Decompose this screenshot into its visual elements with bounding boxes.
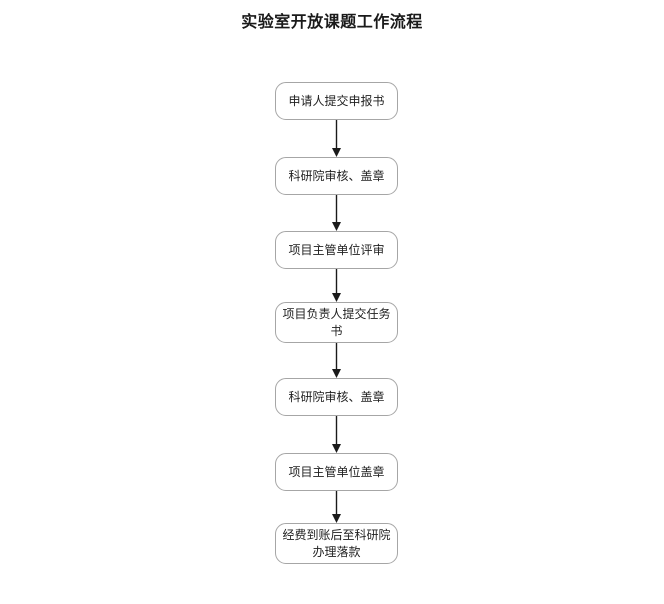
arrow-down-icon	[332, 195, 341, 231]
flow-node-3[interactable]: 项目主管单位评审	[275, 231, 398, 269]
flow-node-4-label: 项目负责人提交任务书	[282, 306, 391, 338]
page-title: 实验室开放课题工作流程	[241, 12, 423, 31]
arrow-down-icon	[332, 343, 341, 378]
connector-arrow-4-5	[275, 343, 398, 378]
connector-arrow-5-6	[275, 416, 398, 453]
flow-node-7[interactable]: 经费到账后至科研院办理落款	[275, 523, 398, 564]
flow-node-2-label: 科研院审核、盖章	[288, 168, 385, 183]
connector-arrow-3-4	[275, 269, 398, 302]
flow-node-7-label: 经费到账后至科研院办理落款	[282, 527, 391, 559]
flow-node-3-label: 项目主管单位评审	[288, 242, 385, 257]
connector-arrow-6-7	[275, 491, 398, 523]
flow-node-6-label: 项目主管单位盖章	[288, 464, 385, 479]
arrow-down-icon	[332, 269, 341, 302]
arrow-down-icon	[332, 416, 341, 453]
flow-column: 申请人提交申报书 科研院审核、盖章 项目主管单位评审	[275, 82, 398, 564]
flow-node-5-label: 科研院审核、盖章	[288, 389, 385, 404]
flow-node-5[interactable]: 科研院审核、盖章	[275, 378, 398, 416]
flow-node-1[interactable]: 申请人提交申报书	[275, 82, 398, 120]
flow-node-4[interactable]: 项目负责人提交任务书	[275, 302, 398, 343]
arrow-down-icon	[332, 120, 341, 157]
flow-node-6[interactable]: 项目主管单位盖章	[275, 453, 398, 491]
arrow-down-icon	[332, 491, 341, 523]
connector-arrow-2-3	[275, 195, 398, 231]
flow-node-1-label: 申请人提交申报书	[288, 93, 385, 108]
flow-node-2[interactable]: 科研院审核、盖章	[275, 157, 398, 195]
connector-arrow-1-2	[275, 120, 398, 157]
